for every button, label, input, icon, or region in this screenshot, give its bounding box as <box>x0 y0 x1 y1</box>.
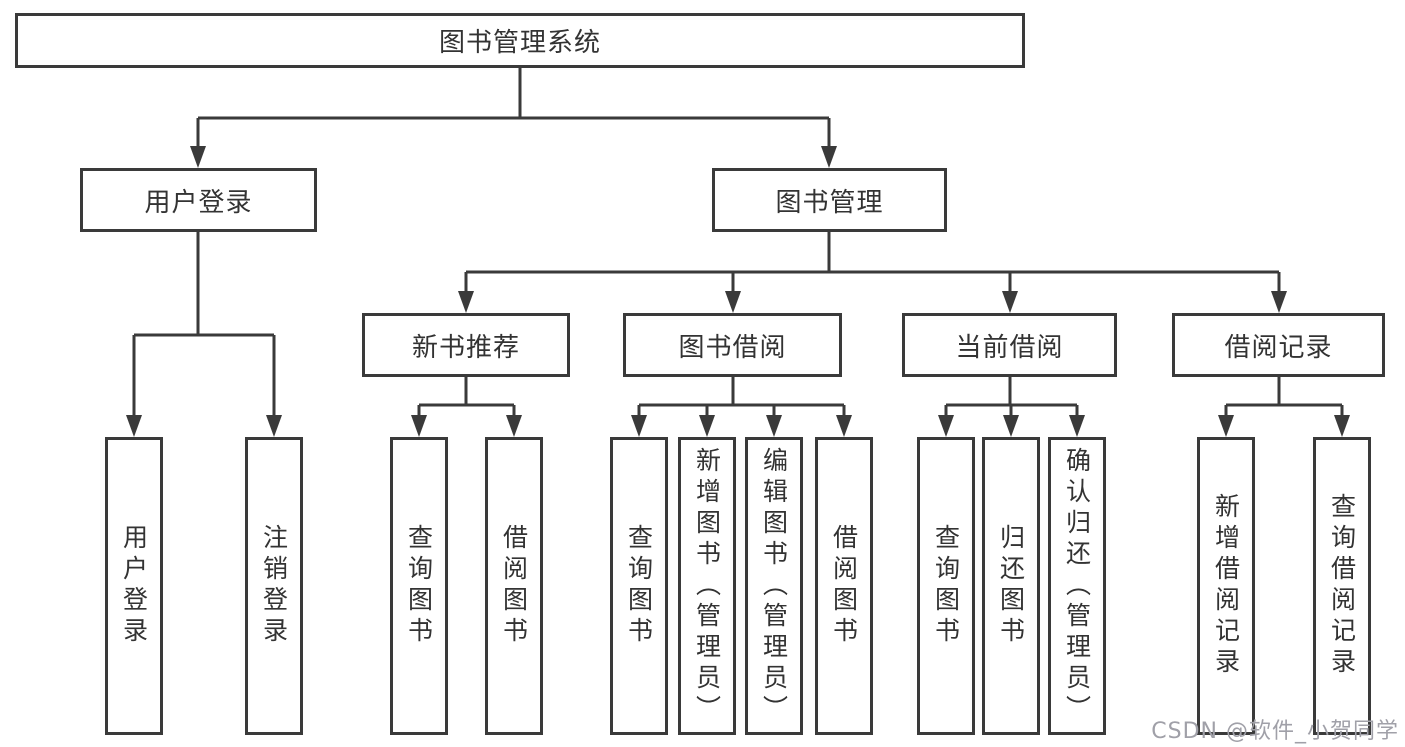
node-user-login-branch: 用户登录 <box>80 168 317 232</box>
leaf-add-borrow-record: 新增借阅记录 <box>1197 437 1255 735</box>
arrowhead <box>766 415 782 437</box>
arrowhead <box>836 415 852 437</box>
leaf-confirm-return-admin: 确认归还（管理员） <box>1048 437 1106 735</box>
arrowhead <box>190 146 206 168</box>
arrowhead <box>126 415 142 437</box>
leaf-add-book-admin: 新增图书（管理员） <box>678 437 736 735</box>
node-root-system: 图书管理系统 <box>15 13 1025 68</box>
arrowhead <box>1003 415 1019 437</box>
leaf-logout: 注销登录 <box>245 437 303 735</box>
connector-book-management-to-sections <box>458 232 1287 313</box>
arrowhead <box>821 146 837 168</box>
connector-book-borrow-to-children <box>631 377 852 437</box>
arrowhead <box>411 415 427 437</box>
connector-root-to-branches <box>190 68 837 168</box>
arrowhead <box>699 415 715 437</box>
arrowhead <box>631 415 647 437</box>
arrowhead <box>1218 415 1234 437</box>
node-book-borrow: 图书借阅 <box>623 313 842 377</box>
arrowhead <box>1069 415 1085 437</box>
leaf-edit-book-admin: 编辑图书（管理员） <box>745 437 803 735</box>
arrowhead <box>506 415 522 437</box>
node-book-management-branch: 图书管理 <box>712 168 947 232</box>
connector-current-borrow-to-children <box>938 377 1085 437</box>
leaf-borrow-books: 借阅图书 <box>815 437 873 735</box>
leaf-borrow-books: 借阅图书 <box>485 437 543 735</box>
connector-borrow-records-to-children <box>1218 377 1350 437</box>
arrowhead <box>1271 291 1287 313</box>
leaf-query-books: 查询图书 <box>917 437 975 735</box>
csdn-watermark: CSDN @软件_小贺同学 <box>1151 719 1399 744</box>
arrowhead <box>1002 291 1018 313</box>
arrowhead <box>938 415 954 437</box>
connector-new-book-to-children <box>411 377 522 437</box>
leaf-return-book: 归还图书 <box>982 437 1040 735</box>
arrowhead <box>458 291 474 313</box>
node-new-book-recommend: 新书推荐 <box>362 313 570 377</box>
node-borrow-records: 借阅记录 <box>1172 313 1385 377</box>
leaf-user-login: 用户登录 <box>105 437 163 735</box>
leaf-query-books: 查询图书 <box>610 437 668 735</box>
node-current-borrow: 当前借阅 <box>902 313 1117 377</box>
arrowhead <box>266 415 282 437</box>
leaf-query-books: 查询图书 <box>390 437 448 735</box>
arrowhead <box>1334 415 1350 437</box>
connector-user-login-to-children <box>126 232 282 437</box>
arrowhead <box>725 291 741 313</box>
leaf-query-borrow-record: 查询借阅记录 <box>1313 437 1371 735</box>
